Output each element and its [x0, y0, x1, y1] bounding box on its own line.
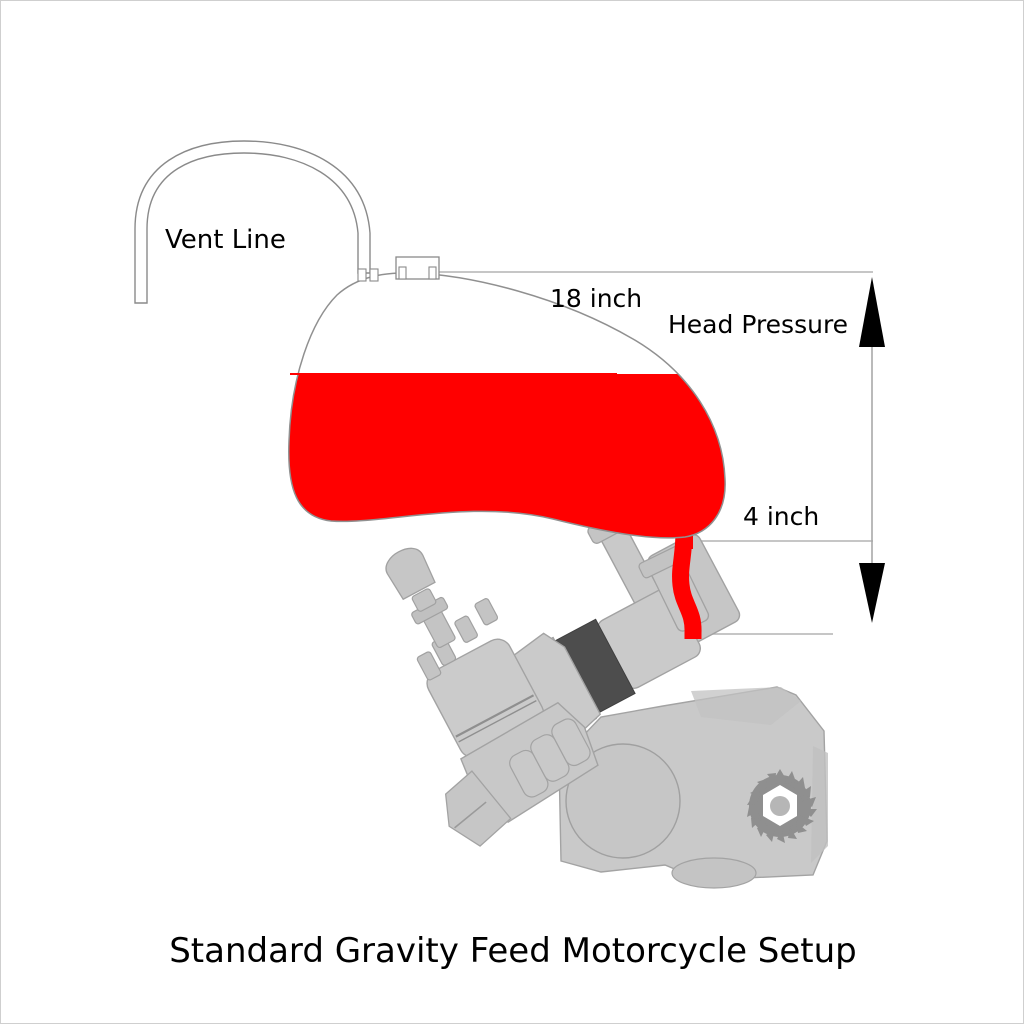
label-head-pressure: Head Pressure — [668, 310, 849, 339]
vent-line-tube — [134, 140, 371, 304]
fuel-tank — [288, 256, 726, 549]
label-vent-line: Vent Line — [165, 225, 286, 255]
label-dimension-4-inch: 4 inch — [743, 502, 820, 531]
carburetor — [385, 547, 602, 847]
tank-cap — [357, 256, 440, 282]
label-dimension-18-inch: 18 inch — [550, 284, 643, 313]
dimension-lines — [413, 271, 873, 635]
fuel-line — [672, 530, 702, 639]
engine-assembly — [385, 509, 828, 889]
sprocket — [747, 769, 817, 843]
head-pressure-arrow — [859, 277, 885, 623]
figure-title: Standard Gravity Feed Motorcycle Setup — [169, 931, 857, 971]
